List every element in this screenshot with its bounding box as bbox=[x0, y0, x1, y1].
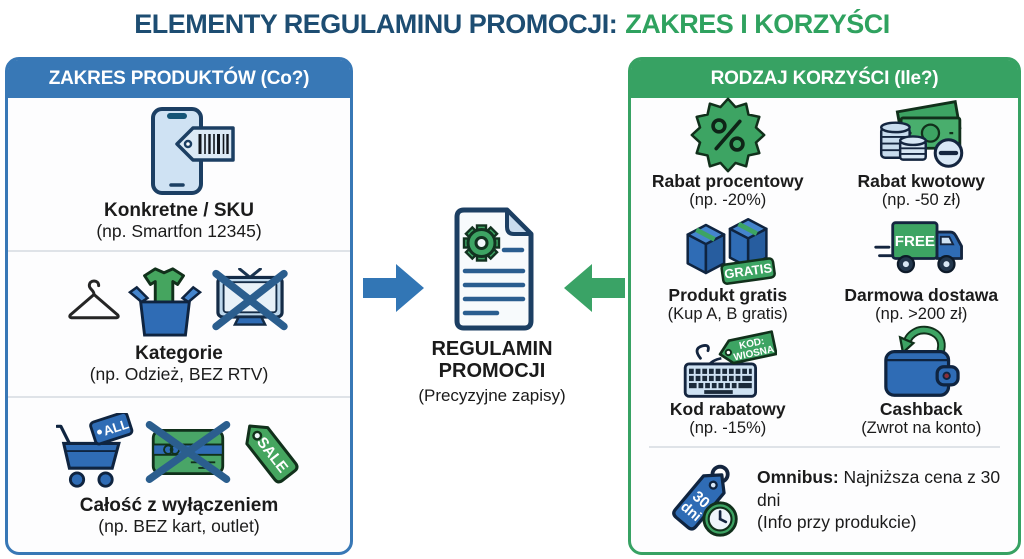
item-label: Konkretne / SKU bbox=[104, 199, 254, 221]
panel-benefit-types: RODZAJ KORZYŚCI (Ile?) Rabat procentowy … bbox=[628, 57, 1021, 555]
benefit-example: (Kup A, B gratis) bbox=[667, 305, 788, 324]
benefit-example: (np. -50 zł) bbox=[881, 191, 961, 210]
gratis-boxes-icon: GRATIS bbox=[680, 213, 776, 286]
omnibus-text: Omnibus: Najniższa cena z 30 dni (Info p… bbox=[757, 466, 1018, 534]
center-title-line1: REGULAMIN bbox=[431, 338, 553, 360]
benefit-percent-discount: Rabat procentowy (np. -20%) bbox=[631, 97, 825, 214]
svg-text:GRATIS: GRATIS bbox=[723, 260, 773, 282]
percent-badge-icon bbox=[690, 97, 766, 173]
item-example: (np. Odzież, BEZ RTV) bbox=[89, 364, 269, 385]
center-subtitle: (Precyzyjne zapisy) bbox=[418, 385, 566, 405]
benefit-free-delivery: FREE Darmowa dostawa (np. >200 zł) bbox=[825, 214, 1019, 328]
smartphone-barcode-tag-icon bbox=[121, 106, 237, 196]
benefit-example: (np. >200 zł) bbox=[875, 305, 968, 324]
arrow-left-icon bbox=[563, 263, 625, 313]
benefit-label: Cashback bbox=[879, 399, 963, 420]
svg-text:FREE: FREE bbox=[895, 233, 935, 250]
omnibus-tag-clock-icon: 30 dni bbox=[661, 460, 743, 540]
title-accent: ZAKRES I KORZYŚCI bbox=[625, 9, 890, 39]
benefit-amount-discount: Rabat kwotowy (np. -50 zł) bbox=[825, 100, 1019, 214]
document-gear-icon bbox=[447, 205, 539, 333]
crossed-giftcard-icon bbox=[145, 420, 231, 483]
item-example: (np. Smartfon 12345) bbox=[96, 221, 262, 242]
benefit-label: Rabat procentowy bbox=[651, 171, 804, 192]
free-delivery-truck-icon: FREE bbox=[873, 214, 969, 285]
hanger-icon bbox=[67, 278, 121, 324]
money-minus-icon bbox=[876, 99, 966, 171]
discount-code-keyboard-icon: KOD: WIOSNA bbox=[679, 327, 777, 399]
center-caption: REGULAMIN PROMOCJI (Precyzyjne zapisy) bbox=[392, 338, 592, 406]
crossed-tv-icon bbox=[209, 267, 291, 334]
svg-text:30: 30 bbox=[689, 488, 713, 512]
cashback-wallet-icon bbox=[878, 325, 964, 399]
item-exclusions: ALL bbox=[8, 396, 350, 552]
clothes-box-icon bbox=[128, 263, 202, 339]
title-main: ELEMENTY REGULAMINU PROMOCJI: bbox=[134, 9, 618, 39]
svg-text:KOD:: KOD: bbox=[738, 336, 765, 352]
benefit-label: Rabat kwotowy bbox=[857, 171, 985, 192]
left-panel-header: ZAKRES PRODUKTÓW (Co?) bbox=[8, 60, 350, 98]
benefit-example: (np. -20%) bbox=[689, 191, 767, 210]
page-title: ELEMENTY REGULAMINU PROMOCJI:ZAKRES I KO… bbox=[0, 9, 1024, 40]
item-example: (np. BEZ kart, outlet) bbox=[98, 516, 260, 537]
benefit-cashback: Cashback (Zwrot na konto) bbox=[825, 325, 1019, 442]
omnibus-desc: Najniższa cena z 30 dni bbox=[757, 466, 1001, 510]
benefits-grid: Rabat procentowy (np. -20%) bbox=[631, 97, 1019, 442]
center-title-line2: PROMOCJI bbox=[438, 360, 546, 383]
item-label: Całość z wyłączeniem bbox=[79, 494, 279, 516]
right-panel-header: RODZAJ KORZYŚCI (Ile?) bbox=[631, 60, 1018, 98]
omnibus-label: Omnibus: bbox=[757, 466, 839, 487]
cart-all-icon: ALL bbox=[56, 412, 138, 491]
benefit-free-product: GRATIS Produkt gratis (Kup A, B gratis) bbox=[631, 214, 825, 328]
item-sku: Konkretne / SKU (np. Smartfon 12345) bbox=[8, 98, 350, 250]
omnibus-line2: (Info przy produkcie) bbox=[757, 512, 917, 533]
benefit-label: Darmowa dostawa bbox=[844, 285, 999, 306]
omnibus-divider bbox=[649, 446, 1000, 448]
category-icons bbox=[67, 263, 291, 339]
benefit-discount-code: KOD: WIOSNA Kod rabatowy (np. -15%) bbox=[631, 328, 825, 442]
exclusion-icons: ALL bbox=[56, 412, 302, 491]
item-label: Kategorie bbox=[135, 342, 223, 364]
benefit-example: (np. -15%) bbox=[689, 419, 767, 438]
benefit-label: Produkt gratis bbox=[668, 285, 788, 306]
benefit-label: Kod rabatowy bbox=[669, 399, 786, 420]
panel-product-scope: ZAKRES PRODUKTÓW (Co?) bbox=[5, 57, 353, 555]
arrow-right-icon bbox=[363, 263, 425, 313]
benefit-example: (Zwrot na konto) bbox=[861, 419, 982, 438]
omnibus-row: 30 dni Omnibus: Najniższa cena z 30 dni … bbox=[631, 448, 1018, 552]
item-categories: Kategorie (np. Odzież, BEZ RTV) bbox=[8, 250, 350, 396]
sale-tag-icon: SALE bbox=[238, 413, 302, 491]
